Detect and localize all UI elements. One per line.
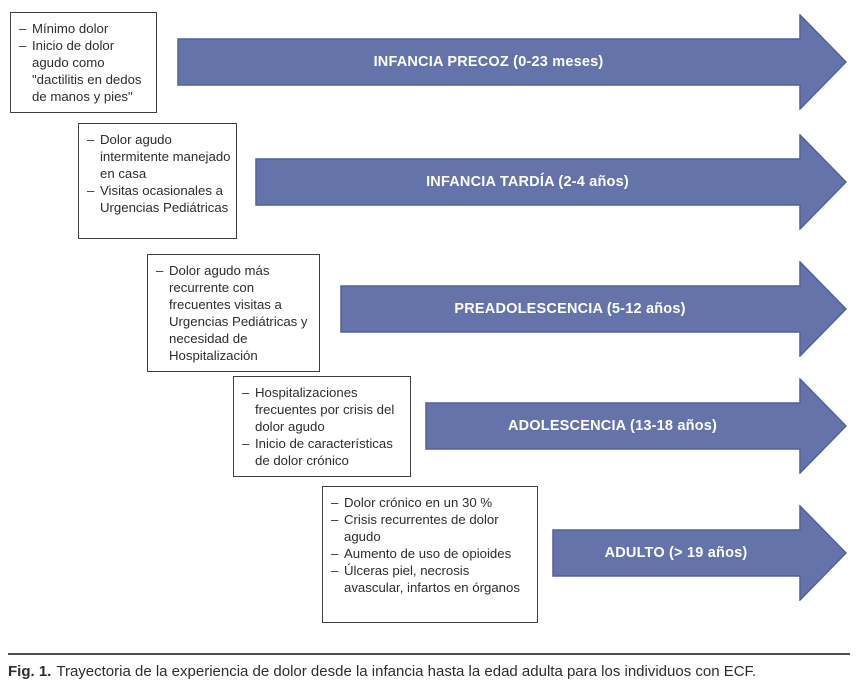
stage-arrow-infancia-precoz: INFANCIA PRECOZ (0-23 meses) [177,14,847,110]
stage-box-infancia-precoz: – Mínimo dolor – Inicio de dolor agudo c… [10,12,157,113]
right-arrow-icon [255,134,847,230]
bullet-text: Crisis recurrentes de dolor agudo [344,512,499,544]
bullet-dash: – [19,38,27,53]
bullet-text: Mínimo dolor [32,21,109,36]
bullet-list: – Mínimo dolor – Inicio de dolor agudo c… [19,20,151,105]
list-item: – Visitas ocasionales a Urgencias Pediát… [87,182,231,216]
bullet-list: – Hospitalizaciones frecuentes por crisi… [242,384,405,469]
bullet-text: Dolor agudo intermitente manejado en cas… [100,132,231,181]
stage-box-preadolescencia: – Dolor agudo más recurrente con frecuen… [147,254,320,372]
bullet-dash: – [156,263,164,278]
bullet-text: Inicio de características de dolor cróni… [255,436,393,468]
figure-caption-label: Fig. 1. [8,663,52,680]
list-item: – Inicio de dolor agudo como "dactilitis… [19,37,151,105]
bullet-text: Inicio de dolor agudo como "dactilitis e… [32,38,142,104]
list-item: – Dolor agudo intermitente manejado en c… [87,131,231,182]
bullet-dash: – [87,132,95,147]
bullet-text: Úlceras piel, necrosis avascular, infart… [344,563,520,595]
bullet-dash: – [19,21,27,36]
arrow-label: INFANCIA TARDÍA (2-4 años) [426,174,629,190]
bullet-list: – Dolor agudo intermitente manejado en c… [87,131,231,216]
stage-arrow-adolescencia: ADOLESCENCIA (13-18 años) [425,378,847,474]
bullet-text: Dolor crónico en un 30 % [344,495,493,510]
stage-arrow-infancia-tardia: INFANCIA TARDÍA (2-4 años) [255,134,847,230]
bullet-text: Hospitalizaciones frecuentes por crisis … [255,385,395,434]
stage-arrow-preadolescencia: PREADOLESCENCIA (5-12 años) [340,261,847,357]
stage-box-adulto: – Dolor crónico en un 30 % – Crisis recu… [322,486,538,623]
stage-box-adolescencia: – Hospitalizaciones frecuentes por crisi… [233,376,411,477]
bullet-dash: – [87,183,95,198]
bullet-dash: – [242,385,250,400]
stage-box-infancia-tardia: – Dolor agudo intermitente manejado en c… [78,123,237,239]
bullet-text: Dolor agudo más recurrente con frecuente… [169,263,308,363]
list-item: – Inicio de características de dolor cró… [242,435,405,469]
figure-caption: Fig. 1.Trayectoria de la experiencia de … [8,653,850,681]
bullet-dash: – [331,546,339,561]
stage-arrow-adulto: ADULTO (> 19 años) [552,505,847,601]
arrow-label: INFANCIA PRECOZ (0-23 meses) [373,54,604,70]
arrow-label: ADOLESCENCIA (13-18 años) [507,418,718,434]
bullet-text: Visitas ocasionales a Urgencias Pediátri… [100,183,229,215]
list-item: – Crisis recurrentes de dolor agudo [331,511,532,545]
bullet-dash: – [242,436,250,451]
list-item: – Aumento de uso de opioides [331,545,532,562]
list-item: – Mínimo dolor [19,20,151,37]
bullet-list: – Dolor agudo más recurrente con frecuen… [156,262,314,364]
bullet-dash: – [331,512,339,527]
bullet-dash: – [331,495,339,510]
right-arrow-icon [177,14,847,110]
arrow-label: ADULTO (> 19 años) [604,545,748,561]
bullet-list: – Dolor crónico en un 30 % – Crisis recu… [331,494,532,596]
arrow-label: PREADOLESCENCIA (5-12 años) [454,301,686,317]
list-item: – Dolor agudo más recurrente con frecuen… [156,262,314,364]
list-item: – Hospitalizaciones frecuentes por crisi… [242,384,405,435]
bullet-dash: – [331,563,339,578]
right-arrow-icon [425,378,847,474]
list-item: – Dolor crónico en un 30 % [331,494,532,511]
list-item: – Úlceras piel, necrosis avascular, infa… [331,562,532,596]
right-arrow-icon [340,261,847,357]
right-arrow-icon [552,505,847,601]
figure-caption-text: Trayectoria de la experiencia de dolor d… [56,663,757,680]
bullet-text: Aumento de uso de opioides [344,546,512,561]
